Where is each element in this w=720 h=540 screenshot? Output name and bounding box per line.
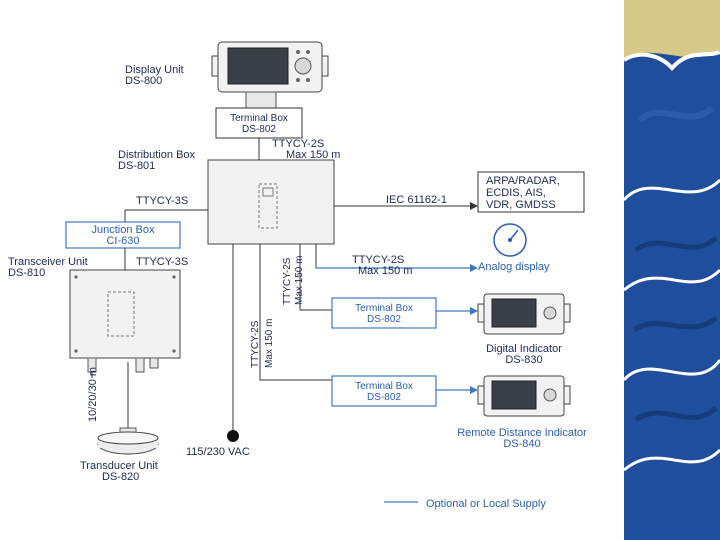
wave-decoration — [622, 0, 720, 540]
cable-junction-type: TTYCY-3S — [136, 256, 188, 268]
transceiver-unit — [69, 269, 181, 359]
terminal-box-top-name: Terminal Box — [230, 113, 288, 124]
external-line-3: VDR, GMDSS — [486, 199, 556, 211]
cable-top-length: Max 150 m — [286, 149, 340, 161]
junction-box — [65, 221, 181, 249]
power-terminal — [227, 430, 239, 442]
external-line-2: ECDIS, AIS, — [486, 187, 546, 199]
display-mount — [245, 91, 277, 109]
distribution-box-name: Distribution Box — [118, 149, 196, 161]
transducer-model: DS-820 — [102, 471, 139, 483]
iec-label: IEC 61162-1 — [386, 194, 447, 206]
display-unit-model: DS-800 — [125, 75, 162, 87]
terminal-box-mid-name: Terminal Box — [355, 303, 413, 314]
remote-indicator-name: Remote Distance Indicator — [457, 427, 587, 439]
cable-vert2-type: TTYCY-2S — [250, 320, 261, 368]
cable-analog-type: TTYCY-2S — [352, 254, 404, 266]
remote-distance-indicator — [477, 375, 571, 417]
junction-box-model: CI-630 — [106, 235, 139, 247]
terminal-box-mid — [331, 297, 437, 329]
terminal-box-top-model: DS-802 — [242, 124, 276, 135]
cable-analog-length: Max 150 m — [358, 265, 412, 277]
cable-transducer-length: 10/20/30 m — [87, 367, 99, 422]
terminal-box-low-name: Terminal Box — [355, 381, 413, 392]
terminal-box-low-model: DS-802 — [367, 392, 401, 403]
junction-box-name: Junction Box — [92, 224, 155, 236]
digital-indicator-model: DS-830 — [505, 354, 542, 366]
legend-label: Optional or Local Supply — [426, 498, 546, 510]
cable-top-type: TTYCY-2S — [272, 138, 324, 150]
terminal-box-low — [331, 375, 437, 407]
transceiver-model: DS-810 — [8, 267, 45, 279]
distribution-box-model: DS-801 — [118, 160, 155, 172]
display-unit-name: Display Unit — [125, 64, 184, 76]
distribution-box-window — [258, 183, 278, 229]
external-line-1: ARPA/RADAR, — [486, 175, 560, 187]
distribution-box — [207, 159, 335, 245]
analog-display-icon — [493, 223, 527, 257]
analog-display-label: Analog display — [478, 261, 550, 273]
terminal-box-top — [215, 107, 303, 139]
cable-vert2-length: Max 150 m — [264, 319, 275, 368]
display-unit — [211, 41, 329, 93]
remote-indicator-model: DS-840 — [503, 438, 540, 450]
terminal-box-mid-model: DS-802 — [367, 314, 401, 325]
digital-indicator-name: Digital Indicator — [486, 343, 562, 355]
transducer-name: Transducer Unit — [80, 460, 158, 472]
power-supply-label: 115/230 VAC — [186, 446, 250, 458]
transducer-unit — [97, 427, 159, 455]
cable-left-type: TTYCY-3S — [136, 195, 188, 207]
cable-vert1-type: TTYCY-2S — [282, 257, 293, 305]
cable-vert1-length: Max 150 m — [294, 256, 305, 305]
external-equipment-box — [477, 171, 585, 213]
digital-indicator — [477, 293, 571, 335]
transceiver-name: Transceiver Unit — [8, 256, 88, 268]
